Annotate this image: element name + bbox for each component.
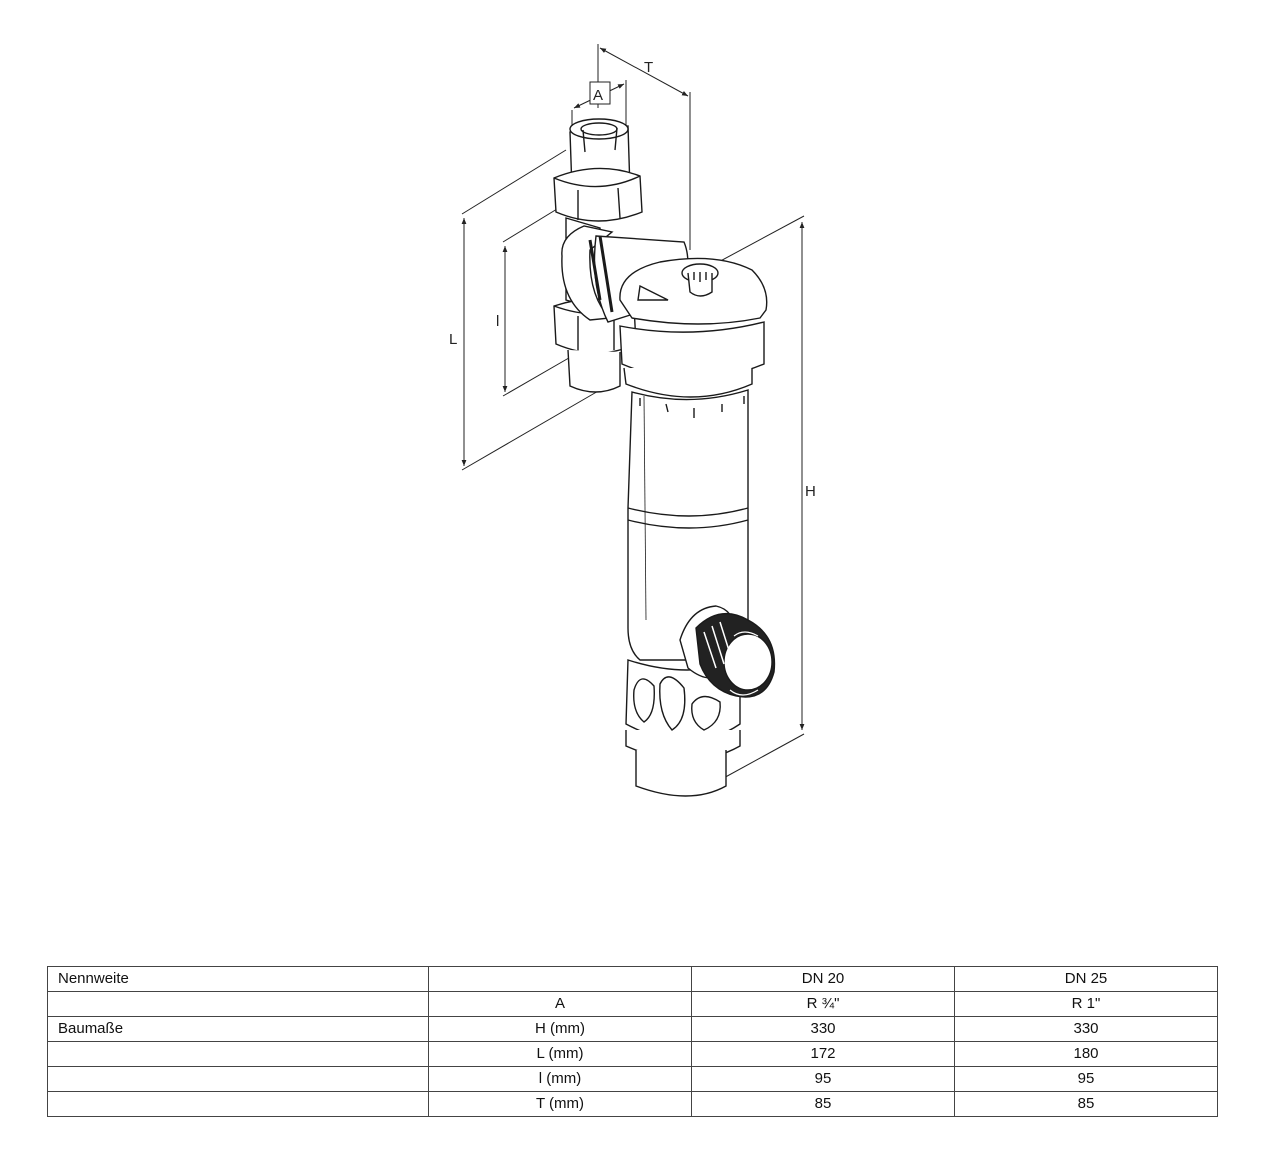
filter-body <box>553 118 768 797</box>
table-cell <box>47 1091 429 1117</box>
table-cell: 330 <box>954 1016 1218 1042</box>
table-cell: 85 <box>691 1091 955 1117</box>
table-row: T (mm) 85 85 <box>47 1091 1218 1117</box>
table-row: Baumaße H (mm) 330 330 <box>47 1016 1218 1042</box>
table-cell: R ¾" <box>691 991 955 1017</box>
table-cell: 330 <box>691 1016 955 1042</box>
table-cell: T (mm) <box>428 1091 692 1117</box>
table-cell: 172 <box>691 1041 955 1067</box>
table-cell: R 1" <box>954 991 1218 1017</box>
table-cell: Baumaße <box>47 1016 429 1042</box>
dim-label-a: A <box>593 87 603 104</box>
table-cell <box>47 1041 429 1067</box>
table-cell: H (mm) <box>428 1016 692 1042</box>
table-row: l (mm) 95 95 <box>47 1066 1218 1092</box>
table-row: Nennweite DN 20 DN 25 <box>47 966 1218 992</box>
table-cell: Nennweite <box>47 966 429 992</box>
table-cell <box>47 1066 429 1092</box>
dim-label-l-lower: l <box>496 313 499 330</box>
table-cell <box>428 966 692 992</box>
dim-label-h: H <box>805 483 816 500</box>
table-cell: l (mm) <box>428 1066 692 1092</box>
table-cell: DN 25 <box>954 966 1218 992</box>
table-cell: 180 <box>954 1041 1218 1067</box>
table-row: A R ¾" R 1" <box>47 991 1218 1017</box>
table-cell: 95 <box>954 1066 1218 1092</box>
table-cell: 95 <box>691 1066 955 1092</box>
dim-label-l-upper: L <box>449 331 457 348</box>
drain-knob <box>679 605 776 698</box>
table-cell <box>47 991 429 1017</box>
table-cell: 85 <box>954 1091 1218 1117</box>
filter-technical-drawing: A T L l H <box>449 44 816 797</box>
table-row: L (mm) 172 180 <box>47 1041 1218 1067</box>
table-cell: A <box>428 991 692 1017</box>
table-cell: L (mm) <box>428 1041 692 1067</box>
dimension-lines <box>461 44 805 781</box>
dim-box-a <box>589 81 611 105</box>
dim-label-t: T <box>644 59 653 76</box>
dimensions-table: Nennweite DN 20 DN 25 A R ¾" R 1" Baumaß… <box>47 966 1218 1117</box>
dimensions-table-body: Nennweite DN 20 DN 25 A R ¾" R 1" Baumaß… <box>47 966 1218 1117</box>
table-cell: DN 20 <box>691 966 955 992</box>
